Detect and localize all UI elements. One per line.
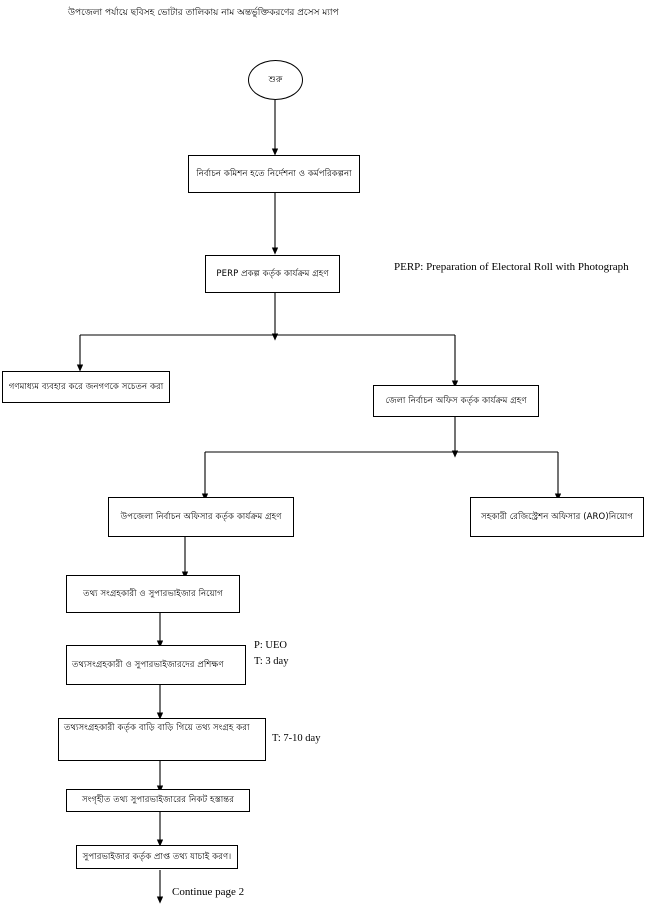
node-handover-label: সংগৃহীত তথ্য সুপারভাইজারের নিকট হস্তান্ত… (81, 795, 234, 806)
node-start-label: শুরু (268, 75, 283, 85)
node-door-to-door-label: তথ্যসংগ্রহকারী কর্তৃক বাড়ি বাড়ি গিয়ে … (64, 723, 250, 733)
annotation-training-owner: P: UEO (254, 640, 287, 651)
node-perp-project-label: PERP প্রকল্প কর্তৃক কার্যক্রম গ্রহণ (216, 268, 329, 279)
node-mass-media[interactable]: গণমাধ্যম ব্যবহার করে জনগণকে সচেতন করা (2, 371, 170, 403)
annotation-collection-duration: T: 7-10 day (272, 733, 321, 744)
node-upazila-officer-label: উপজেলা নির্বাচন অফিসার কর্তৃক কার্যক্রম … (120, 511, 282, 522)
node-district-office-label: জেলা নির্বাচন অফিস কর্তৃক কার্যক্রম গ্রহ… (385, 395, 527, 406)
node-collector-appointment-label: তথ্য সংগ্রহকারী ও সুপারভাইজার নিয়োগ (83, 588, 223, 599)
node-ec-directive[interactable]: নির্বাচন কমিশন হতে নির্দেশনা ও কর্মপরিকল… (188, 155, 360, 193)
node-upazila-officer[interactable]: উপজেলা নির্বাচন অফিসার কর্তৃক কার্যক্রম … (108, 497, 294, 537)
node-aro-appointment-label: সহকারী রেজিস্ট্রেশন অফিসার (ARO)নিয়োগ (481, 511, 633, 522)
node-verification-label: সুপারভাইজার কর্তৃক প্রাপ্ত তথ্য যাচাই কর… (82, 851, 232, 862)
node-mass-media-label: গণমাধ্যম ব্যবহার করে জনগণকে সচেতন করা (8, 381, 164, 392)
node-perp-project[interactable]: PERP প্রকল্প কর্তৃক কার্যক্রম গ্রহণ (205, 255, 340, 293)
legend-perp-expansion: PERP: Preparation of Electoral Roll with… (394, 261, 629, 273)
node-training[interactable]: তথ্যসংগ্রহকারী ও সুপারভাইজারদের প্রশিক্ষ… (66, 645, 246, 685)
node-handover[interactable]: সংগৃহীত তথ্য সুপারভাইজারের নিকট হস্তান্ত… (66, 789, 250, 812)
node-aro-appointment[interactable]: সহকারী রেজিস্ট্রেশন অফিসার (ARO)নিয়োগ (470, 497, 644, 537)
node-training-label: তথ্যসংগ্রহকারী ও সুপারভাইজারদের প্রশিক্ষ… (72, 659, 224, 670)
node-verification[interactable]: সুপারভাইজার কর্তৃক প্রাপ্ত তথ্য যাচাই কর… (76, 845, 238, 869)
annotation-training-duration: T: 3 day (254, 656, 289, 667)
node-door-to-door[interactable]: তথ্যসংগ্রহকারী কর্তৃক বাড়ি বাড়ি গিয়ে … (58, 718, 266, 761)
node-start[interactable]: শুরু (248, 60, 303, 100)
node-collector-appointment[interactable]: তথ্য সংগ্রহকারী ও সুপারভাইজার নিয়োগ (66, 575, 240, 613)
node-district-office[interactable]: জেলা নির্বাচন অফিস কর্তৃক কার্যক্রম গ্রহ… (373, 385, 539, 417)
footer-continue-page: Continue page 2 (172, 886, 245, 898)
page-title: উপজেলা পর্যায়ে ছবিসহ ভোটার তালিকায় নাম… (68, 8, 339, 18)
node-ec-directive-label: নির্বাচন কমিশন হতে নির্দেশনা ও কর্মপরিকল… (196, 168, 352, 179)
